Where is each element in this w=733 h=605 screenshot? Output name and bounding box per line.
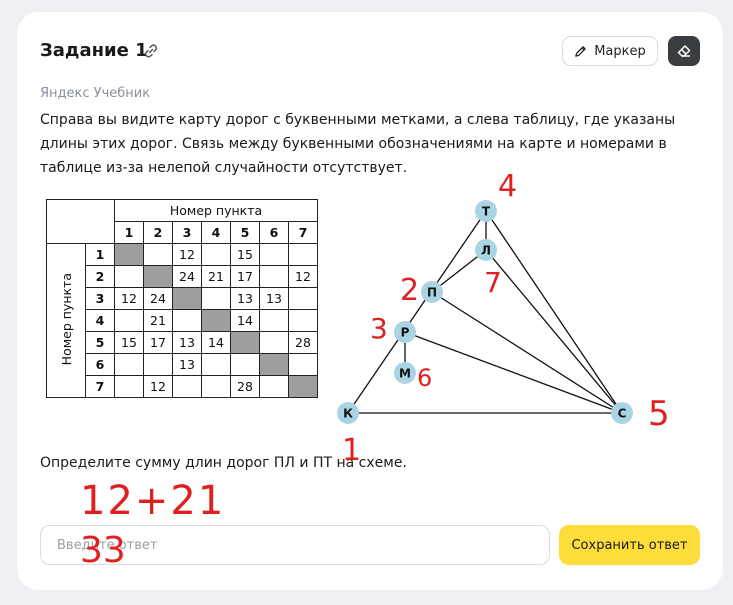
- table-corner: [46, 199, 115, 244]
- table-cell: 13: [172, 353, 202, 376]
- table-cell: 14: [230, 309, 260, 332]
- table-cell: [114, 265, 144, 288]
- table-cell: [201, 243, 231, 266]
- table-cell: 12: [143, 375, 173, 398]
- row-number: 5: [85, 331, 115, 354]
- pencil-icon: [575, 45, 587, 57]
- column-number: 2: [143, 221, 173, 244]
- table-row: 4 21 14: [47, 309, 318, 332]
- table-cell: [143, 353, 173, 376]
- table-row: 7 12 28: [47, 375, 318, 398]
- table-cell: [172, 309, 202, 332]
- table-cell: 15: [230, 243, 260, 266]
- table-cell: [114, 243, 144, 266]
- row-number: 1: [85, 243, 115, 266]
- table-cell: [230, 331, 260, 354]
- table-cell: [143, 243, 173, 266]
- table-cell: 12: [172, 243, 202, 266]
- table-cell: [230, 353, 260, 376]
- table-cell: 13: [172, 331, 202, 354]
- table-cell: [259, 375, 289, 398]
- table-cell: [172, 287, 202, 310]
- table-cell: [259, 265, 289, 288]
- table-cell: 17: [230, 265, 260, 288]
- table-cell: [143, 265, 173, 288]
- table-row: Номер пункта 1 12 15: [46, 243, 318, 398]
- table-cell: [259, 309, 289, 332]
- table-cell: 21: [143, 309, 173, 332]
- table-cell: [288, 287, 318, 310]
- table-cell: 14: [201, 331, 231, 354]
- row-header-text: Номер пункта: [58, 272, 74, 366]
- save-answer-button[interactable]: Сохранить ответ: [559, 525, 700, 565]
- column-number: 6: [259, 221, 289, 244]
- table-cell: [288, 243, 318, 266]
- marker-button[interactable]: Маркер: [562, 36, 658, 66]
- column-number: 3: [172, 221, 202, 244]
- table-cell: 12: [288, 265, 318, 288]
- table-cell: [288, 309, 318, 332]
- table-cell: 28: [288, 331, 318, 354]
- table-cell: [201, 309, 231, 332]
- table-cell: [288, 375, 318, 398]
- row-number: 4: [85, 309, 115, 332]
- row-number: 7: [85, 375, 115, 398]
- table-row: 6 13: [47, 353, 318, 376]
- link-icon[interactable]: [143, 43, 159, 59]
- column-number: 5: [230, 221, 260, 244]
- table-cell: [172, 375, 202, 398]
- eraser-button[interactable]: [668, 36, 700, 66]
- row-header: Номер пункта: [46, 243, 86, 398]
- row-number: 6: [85, 353, 115, 376]
- table-cell: [201, 375, 231, 398]
- question-text: Определите сумму длин дорог ПЛ и ПТ на с…: [40, 455, 407, 471]
- table-cell: [259, 243, 289, 266]
- eraser-icon: [677, 45, 691, 57]
- table-cell: 15: [114, 331, 144, 354]
- table-cell: [114, 353, 144, 376]
- table-cell: [288, 353, 318, 376]
- source-label: Яндекс Учебник: [40, 86, 151, 101]
- row-number: 2: [85, 265, 115, 288]
- marker-label: Маркер: [594, 43, 646, 59]
- table-cell: [114, 375, 144, 398]
- table-cell: 12: [114, 287, 144, 310]
- row-number: 3: [85, 287, 115, 310]
- table-cell: [201, 287, 231, 310]
- table-cell: 28: [230, 375, 260, 398]
- task-title: Задание 1: [40, 40, 148, 61]
- table-cell: [259, 353, 289, 376]
- table-cell: 13: [259, 287, 289, 310]
- task-description: Справа вы видите карту дорог с буквенным…: [40, 112, 676, 176]
- column-number: 7: [288, 221, 318, 244]
- table-cell: 24: [143, 287, 173, 310]
- table-cell: [259, 331, 289, 354]
- table-cell: 21: [201, 265, 231, 288]
- table-cell: 24: [172, 265, 202, 288]
- column-number: 1: [114, 221, 144, 244]
- table-cell: [201, 353, 231, 376]
- table-cell: 17: [143, 331, 173, 354]
- column-header: Номер пункта: [114, 199, 318, 222]
- table-cell: [114, 309, 144, 332]
- column-number: 4: [201, 221, 231, 244]
- answer-input[interactable]: [40, 525, 550, 565]
- table-cell: 13: [230, 287, 260, 310]
